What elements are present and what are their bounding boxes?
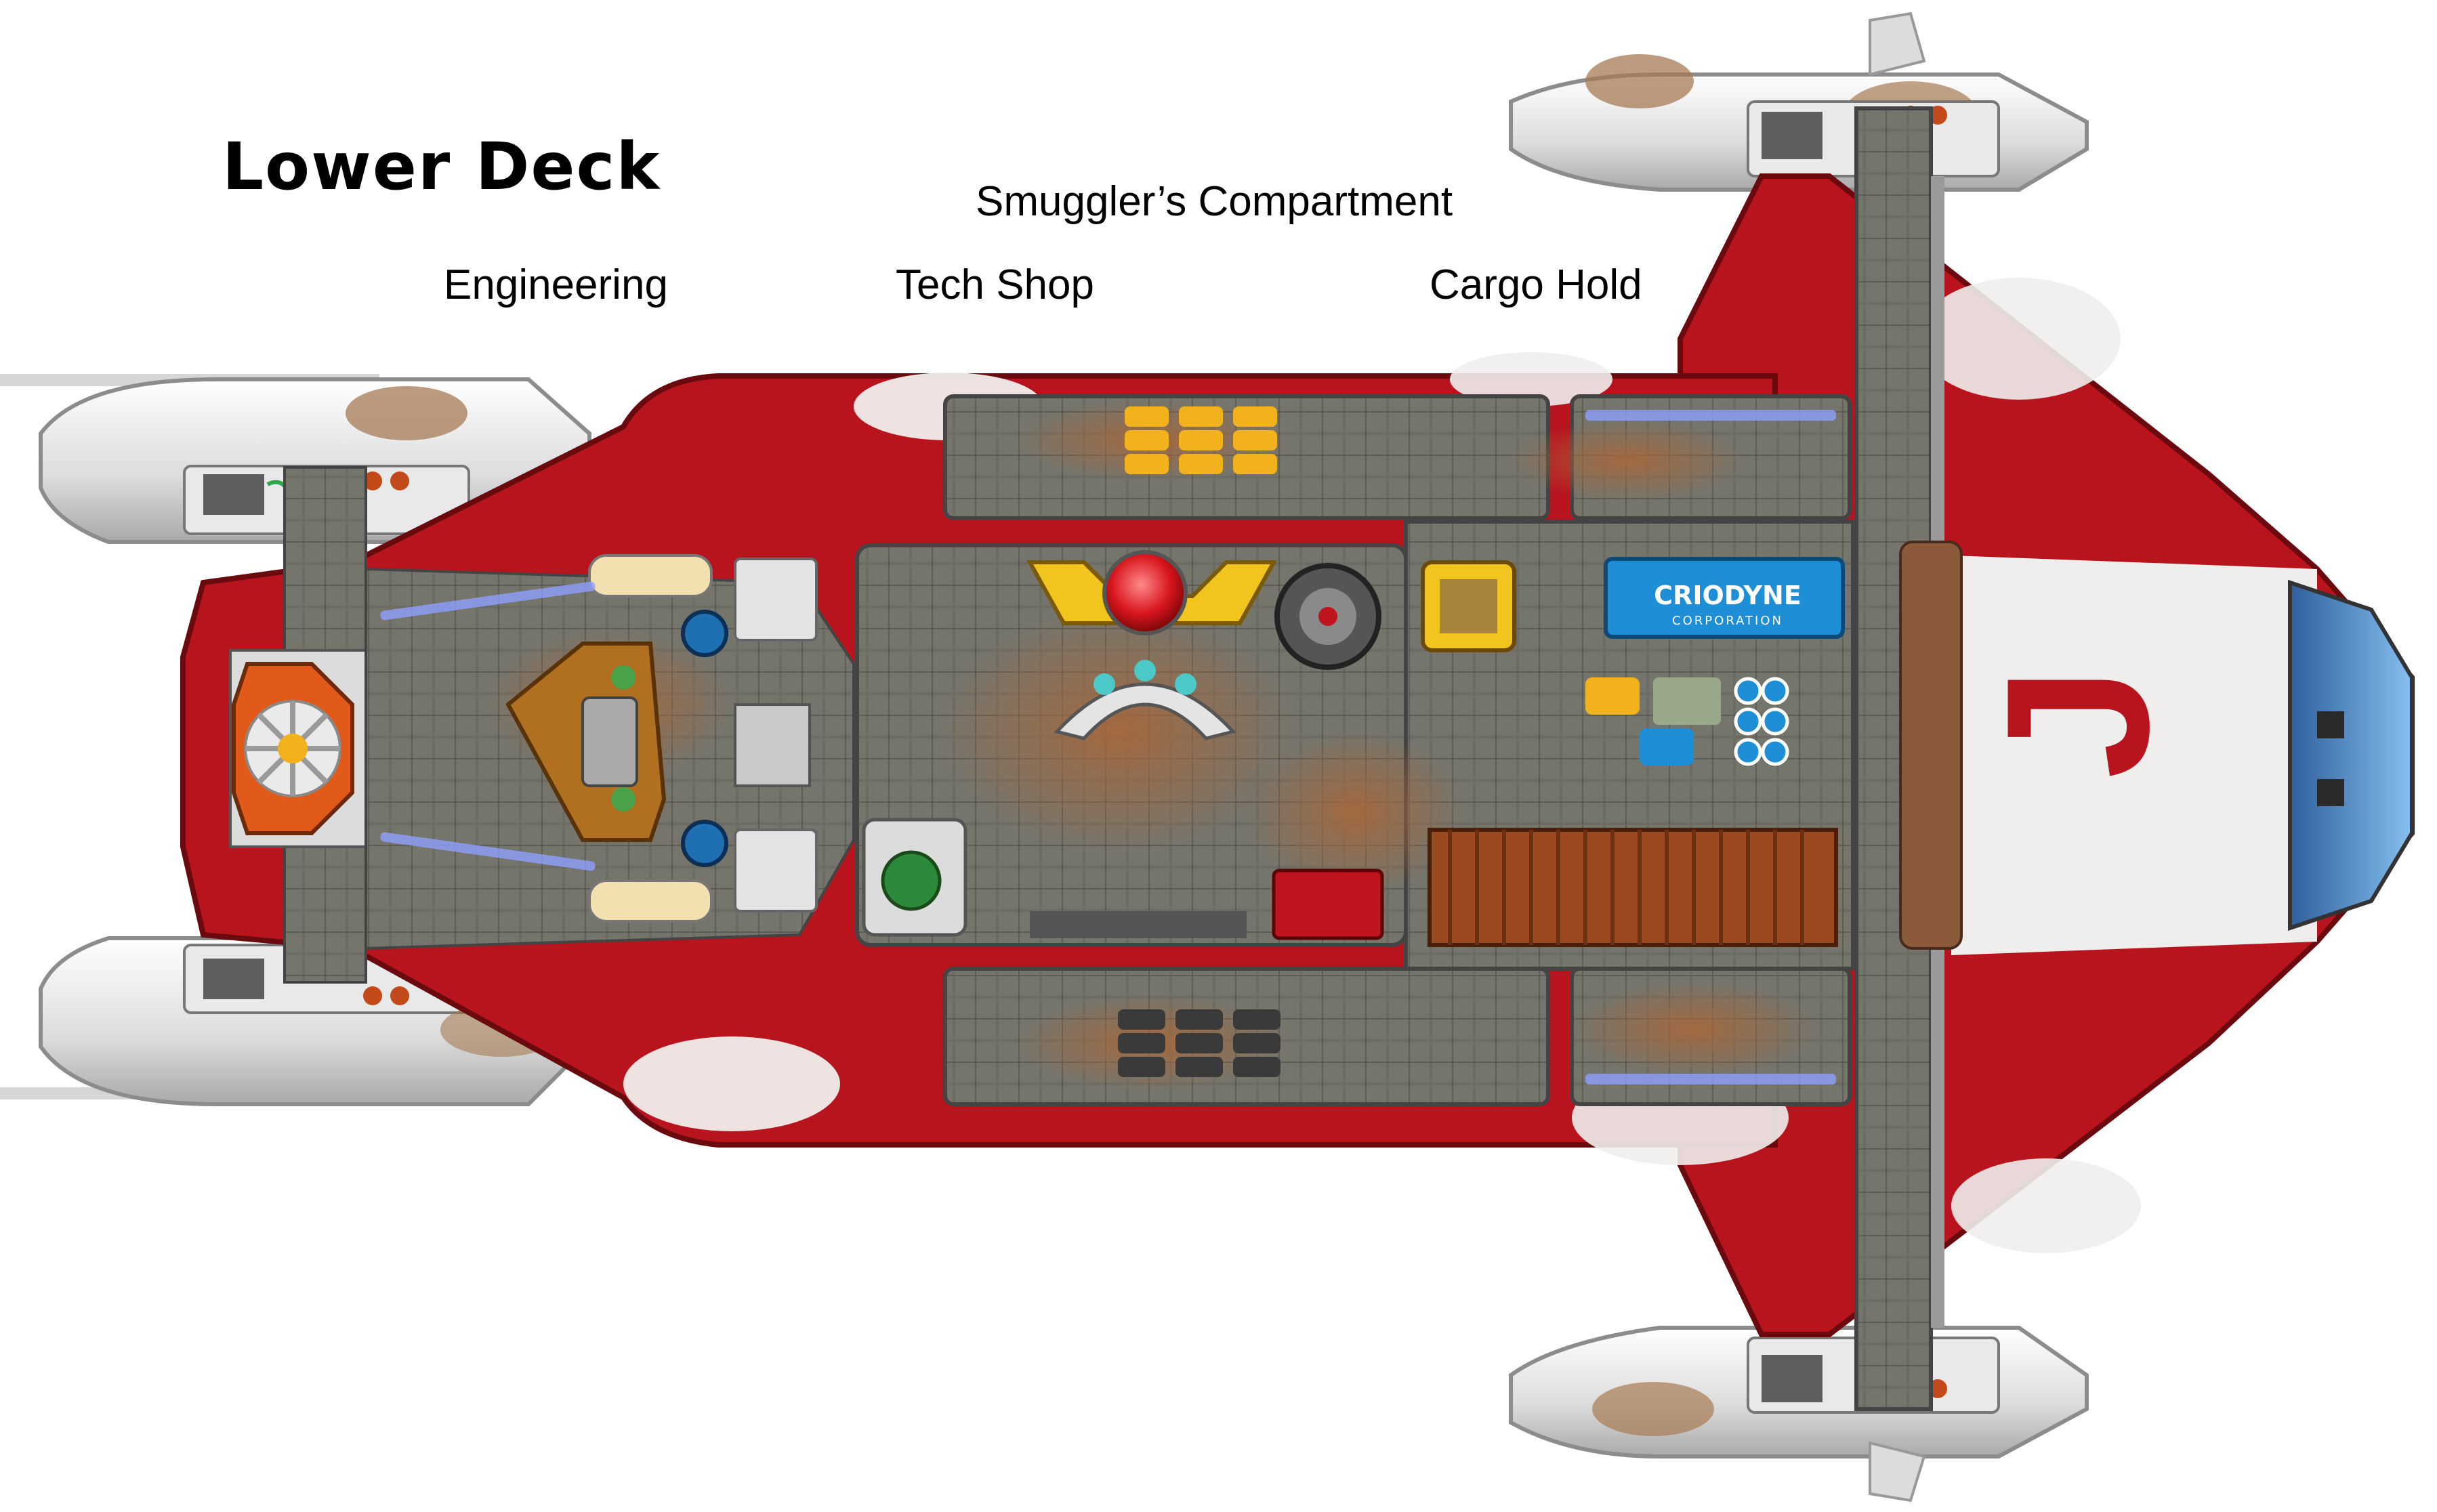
room-label-engineering: Engineering [444, 261, 668, 308]
room-label-tech-shop: Tech Shop [896, 261, 1094, 308]
reactor-icon [232, 662, 354, 835]
engine-nacelle-lower-right [1509, 1326, 2089, 1503]
smuggler-canisters-bottom [1118, 1009, 1280, 1077]
hull-marking: J [1963, 666, 2191, 779]
crate-icon: CRIODYNE CORPORATION [1604, 557, 1845, 639]
light-strips [380, 410, 1836, 1085]
crate-brand: CRIODYNE [1654, 581, 1801, 610]
cargo-container [1428, 828, 1838, 947]
droid-icon [1026, 550, 1278, 740]
engine-nacelle-upper-right [1509, 12, 2089, 192]
page-title: Lower Deck [222, 129, 661, 205]
room-label-smugglers-compartment: Smuggler’s Compartment [976, 178, 1453, 225]
crate-sub: CORPORATION [1672, 614, 1783, 628]
cargo-loader-icon [1421, 560, 1516, 652]
room-label-cargo-hold: Cargo Hold [1430, 261, 1642, 308]
cockpit-window [2288, 579, 2414, 931]
workbench-icon [862, 818, 1384, 940]
canisters [1585, 677, 1789, 766]
engineering-console [505, 642, 667, 842]
gear-icon [1274, 563, 1381, 670]
engineering-hatches [588, 554, 818, 923]
smuggler-canisters-top [1125, 406, 1277, 474]
